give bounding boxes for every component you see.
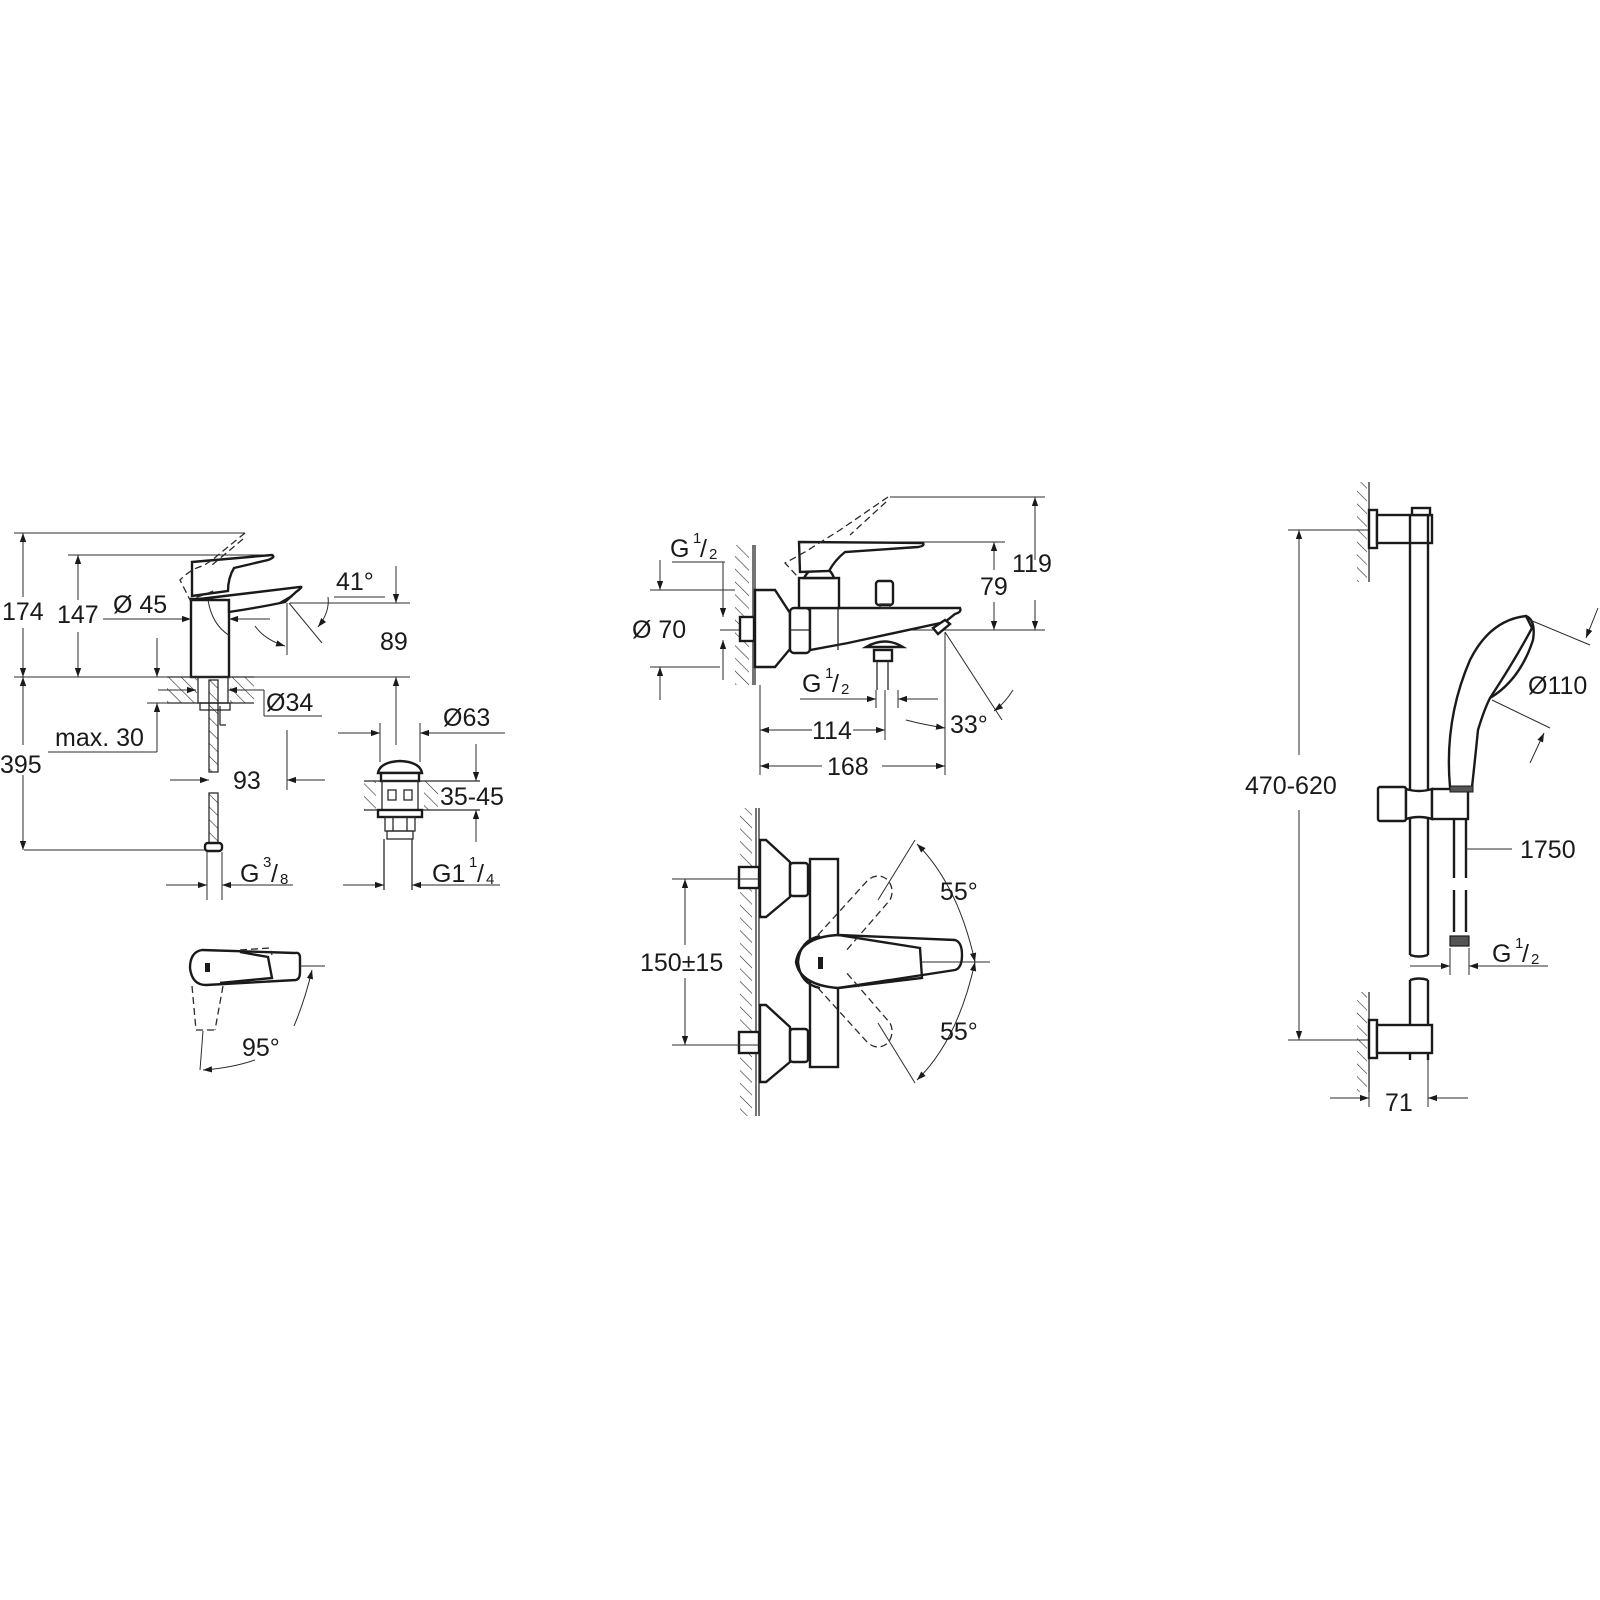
- dim-lever-up-55: 55°: [940, 878, 978, 906]
- dim-escutcheon-diameter-70: Ø 70: [632, 616, 686, 644]
- dim-centres-150: 150±15: [640, 949, 723, 977]
- dim-head-diameter-110: Ø110: [1528, 672, 1587, 700]
- dim-hose-length-395: 395: [0, 751, 42, 779]
- dim-outlet-g12: G: [802, 670, 821, 698]
- dim-spout-height-89: 89: [380, 628, 408, 656]
- dim-inlet-g12: G: [670, 535, 689, 563]
- fraction-slash: /: [477, 860, 484, 888]
- bath-mixer-side-view: [650, 496, 1045, 775]
- dim-hole-diameter-34: Ø34: [266, 689, 313, 717]
- dim-lever-height-147: 147: [57, 601, 99, 629]
- dim-outlet-g12-num: 1: [825, 665, 833, 682]
- fraction-slash: /: [832, 670, 839, 698]
- dim-lever-angle-41: 41°: [336, 568, 374, 596]
- dim-connection-g38-num: 3: [263, 854, 271, 871]
- dim-wall-projection-71: 71: [1385, 1089, 1413, 1117]
- dim-waste-diameter-63: Ø63: [443, 704, 490, 732]
- dim-connection-g1-14: G1: [432, 860, 465, 888]
- dim-body-diameter-45: Ø 45: [113, 591, 167, 619]
- shower-rail-view: [1288, 482, 1599, 1107]
- dim-lever-down-55: 55°: [940, 1018, 978, 1046]
- dim-rail-centres-470-620: 470-620: [1245, 772, 1337, 800]
- bath-mixer-front-view: [672, 808, 990, 1116]
- dim-outlet-projection-114: 114: [812, 717, 852, 745]
- dim-connection-g38-den: 8: [280, 871, 288, 888]
- fraction-slash: /: [1522, 940, 1529, 968]
- fraction-slash: /: [700, 535, 707, 563]
- dimension-labels: 174 147 Ø 45 41° 89 Ø34 max. 30 395 93 G…: [0, 530, 1587, 1117]
- dim-connection-g12-num: 1: [1515, 935, 1523, 952]
- dim-total-projection-168: 168: [827, 753, 869, 781]
- dim-rotation-95: 95°: [242, 1034, 280, 1062]
- dim-outlet-g12-den: 2: [841, 681, 849, 698]
- dim-hose-length-1750: 1750: [1520, 836, 1576, 864]
- dim-connection-g38: G: [240, 860, 259, 888]
- dim-connection-g1-14-num: 1: [469, 854, 477, 871]
- basin-mixer-top-view: [188, 947, 325, 1073]
- dim-total-height-119: 119: [1012, 550, 1052, 578]
- dim-inlet-g12-num: 1: [693, 530, 701, 547]
- pop-up-waste-view: [338, 723, 505, 890]
- dim-lever-height-79: 79: [980, 573, 1008, 601]
- fraction-slash: /: [271, 860, 278, 888]
- dim-connection-g12-den: 2: [1531, 951, 1539, 968]
- dim-connection-g12: G: [1492, 940, 1511, 968]
- dim-projection-93: 93: [233, 767, 261, 795]
- dim-deck-thickness-35-45: 35-45: [440, 783, 504, 811]
- dim-connection-g1-14-den: 4: [486, 871, 494, 888]
- dim-max-deck-30: max. 30: [55, 724, 144, 752]
- dim-total-height-174: 174: [2, 598, 44, 626]
- basin-mixer-side-view: [14, 532, 410, 900]
- dim-spout-angle-33: 33°: [950, 711, 988, 739]
- dim-inlet-g12-den: 2: [709, 546, 717, 563]
